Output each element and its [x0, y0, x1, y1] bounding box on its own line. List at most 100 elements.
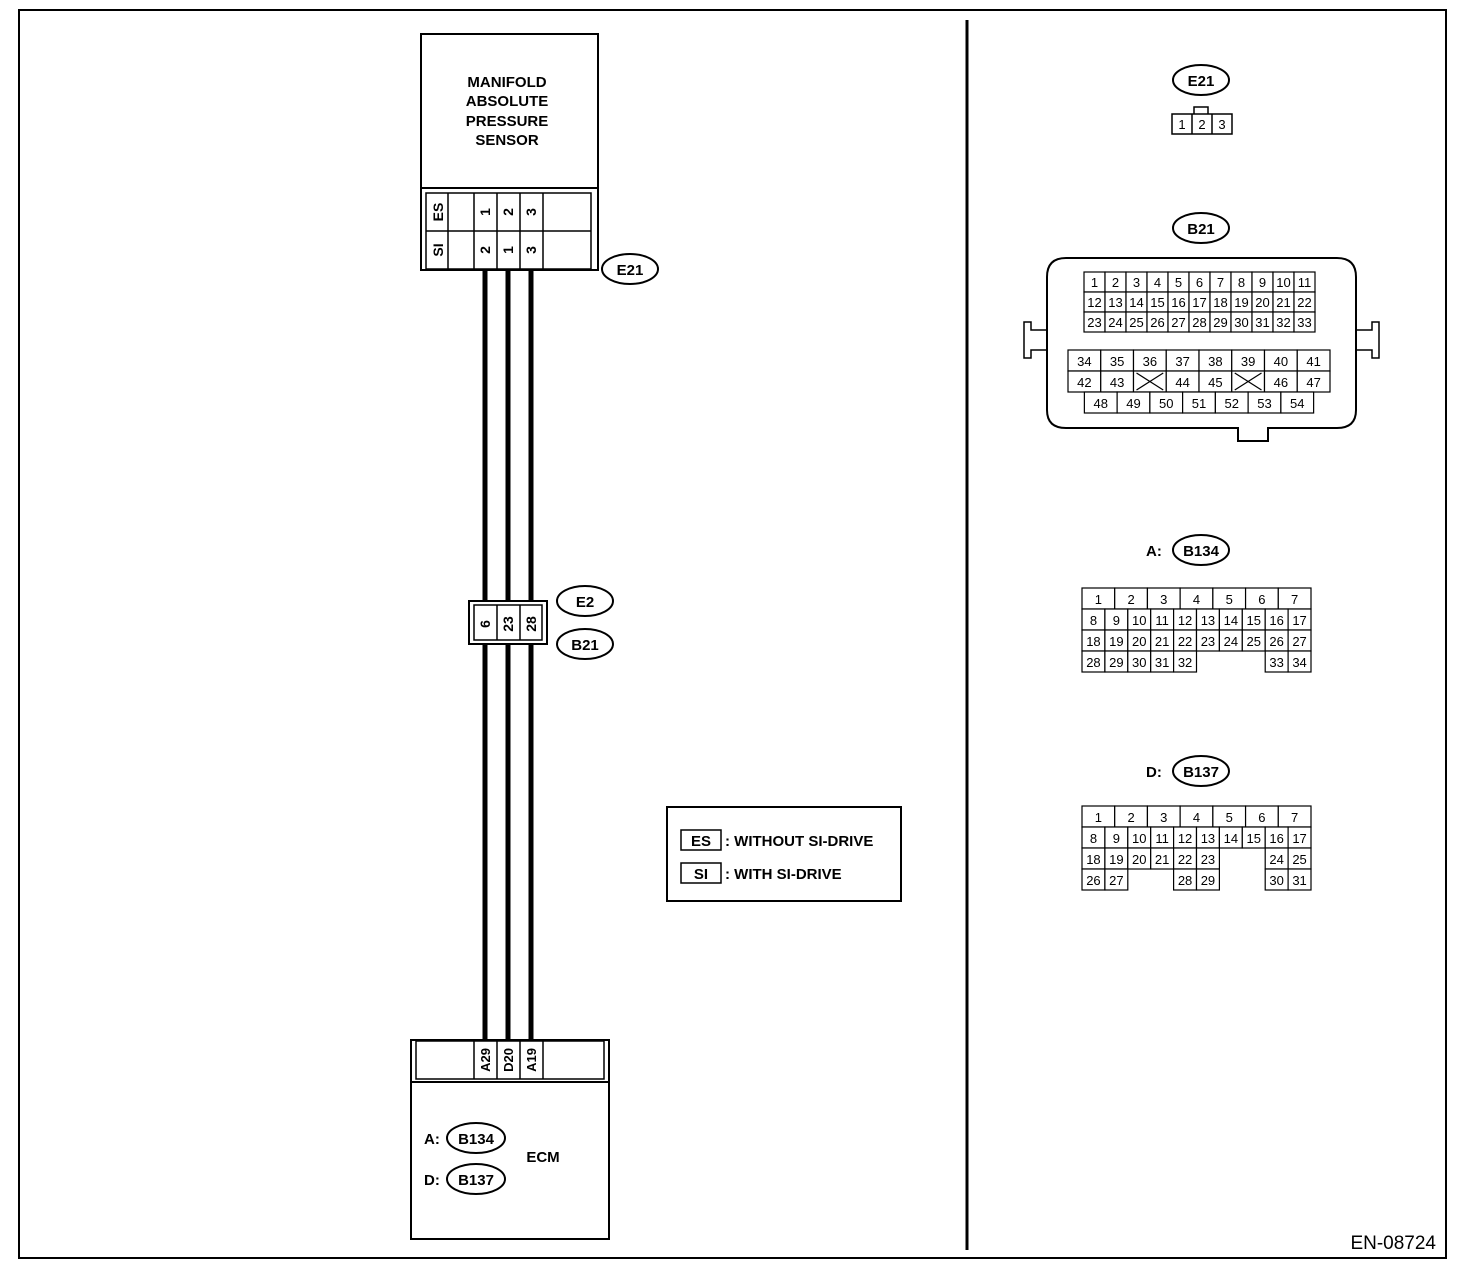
pin-number: 24	[1108, 315, 1122, 330]
pin-number: 29	[1109, 655, 1123, 670]
pin-number: 5	[1226, 810, 1233, 825]
b21-pin-cell: 11	[1293, 271, 1316, 293]
pin-number: 2	[1127, 810, 1134, 825]
b21-pin-cell: 20	[1251, 291, 1274, 313]
pin-number: 8	[1238, 275, 1245, 290]
b137-grid-pin-cell: 25	[1287, 847, 1312, 870]
b21-pin-cell: 27	[1167, 311, 1190, 333]
pin-number: 7	[1217, 275, 1224, 290]
b21-pin-cell: 50	[1149, 391, 1184, 414]
pin-number: 11	[1155, 831, 1169, 846]
b137-grid-pin-cell: 15	[1241, 826, 1266, 849]
sensor-title-line-1: MANIFOLD	[467, 74, 546, 91]
pin-number: 30	[1234, 315, 1248, 330]
legend-es-code: ES	[691, 833, 711, 850]
pin-number: 8	[1090, 831, 1097, 846]
pin-number: 1	[1095, 592, 1102, 607]
pin-number: 43	[1110, 375, 1124, 390]
pin-number: 19	[1234, 295, 1248, 310]
pin-number: 26	[1086, 873, 1100, 888]
e21-pin: 1	[1178, 117, 1185, 132]
b21-pin-cell: 10	[1272, 271, 1295, 293]
pin-number: 17	[1292, 613, 1306, 628]
b134-grid-pin-cell: 17	[1287, 608, 1312, 631]
b137-grid-pin-cell: 4	[1179, 805, 1214, 828]
b21-pin-cell: 3	[1125, 271, 1148, 293]
b137-grid-pin-cell: 13	[1195, 826, 1220, 849]
ecm-pin: D20	[501, 1048, 516, 1072]
joint-connector: 6 23 28	[468, 600, 548, 645]
b21-pin-cell: 41	[1296, 349, 1331, 372]
connector-view-b21-id: B21	[1187, 221, 1215, 238]
pin-number: 1	[1091, 275, 1098, 290]
pin-number: 40	[1274, 354, 1288, 369]
pin-number: 18	[1086, 852, 1100, 867]
ecm-title: ECM	[526, 1149, 559, 1166]
pin-number: 21	[1155, 634, 1169, 649]
b21-pin-cell: 34	[1067, 349, 1102, 372]
sensor-row-es-label: ES	[430, 203, 446, 222]
joint-badge-e2: E2	[556, 585, 614, 617]
pin-number: 29	[1213, 315, 1227, 330]
b21-pin-cell: 39	[1231, 349, 1266, 372]
pin-number: 13	[1201, 613, 1215, 628]
pin-number: 27	[1292, 634, 1306, 649]
b21-pin-cell: 15	[1146, 291, 1169, 313]
b134-grid-pin-cell: 15	[1241, 608, 1266, 631]
pin-number: 18	[1086, 634, 1100, 649]
legend-si-text: : WITH SI-DRIVE	[725, 866, 842, 883]
b134-grid-pin-cell: 25	[1241, 629, 1266, 652]
b137-grid-pin-cell: 26	[1081, 868, 1106, 891]
pin-number: 9	[1113, 613, 1120, 628]
b137-grid-pin-cell: 8	[1081, 826, 1106, 849]
b21-pin-cell: 42	[1067, 370, 1102, 393]
b134-grid-pin-cell: 3	[1146, 587, 1181, 610]
b134-grid-pin-cell: 4	[1179, 587, 1214, 610]
pin-number: 11	[1298, 275, 1312, 290]
pin-number: 22	[1178, 634, 1192, 649]
pin-number: 31	[1255, 315, 1269, 330]
pin-number: 23	[1087, 315, 1101, 330]
b137-grid-pin-cell: 17	[1287, 826, 1312, 849]
ecm-pin: A19	[524, 1048, 539, 1072]
b21-pin-cell: 7	[1209, 271, 1232, 293]
b134-grid-pin-cell: 28	[1081, 650, 1106, 673]
pin-number: 20	[1132, 634, 1146, 649]
b21-pin-cell: 53	[1247, 391, 1282, 414]
b134-grid-pin-cell: 12	[1172, 608, 1198, 631]
pin-number: 24	[1269, 852, 1283, 867]
pin-number: 38	[1208, 354, 1222, 369]
b21-pin-cell: 45	[1198, 370, 1233, 393]
pin-number: 6	[1258, 592, 1265, 607]
pin-number: 9	[1113, 831, 1120, 846]
b21-pin-cell: 48	[1083, 391, 1118, 414]
pin-number: 28	[1086, 655, 1100, 670]
pin-number: 18	[1213, 295, 1227, 310]
pin-number: 27	[1171, 315, 1185, 330]
b21-pin-cell: 4	[1146, 271, 1169, 293]
b137-grid-pin-cell: 6	[1244, 805, 1279, 828]
connector-view-b137-prefix: D:	[1146, 764, 1162, 781]
pin-number: 14	[1224, 831, 1238, 846]
b21-pin-cell: 6	[1188, 271, 1211, 293]
ecm-pin: A29	[478, 1048, 493, 1072]
b21-latch-right	[1356, 321, 1380, 359]
pin-number: 22	[1297, 295, 1311, 310]
sensor-connector-badge: E21	[601, 253, 659, 285]
b137-grid-pin-cell: 23	[1195, 847, 1220, 870]
b137-grid-pin-cell: 14	[1218, 826, 1243, 849]
b21-pin-cell: 19	[1230, 291, 1253, 313]
pin-number: 33	[1269, 655, 1283, 670]
b21-pin-cell: 22	[1293, 291, 1316, 313]
pin-number: 20	[1132, 852, 1146, 867]
pin-number: 7	[1291, 810, 1298, 825]
pin-number: 25	[1247, 634, 1261, 649]
pin-number: 41	[1306, 354, 1320, 369]
b134-grid-pin-cell: 32	[1172, 650, 1198, 673]
b134-grid-pin-cell: 2	[1114, 587, 1149, 610]
b21-latch-left	[1023, 321, 1047, 359]
